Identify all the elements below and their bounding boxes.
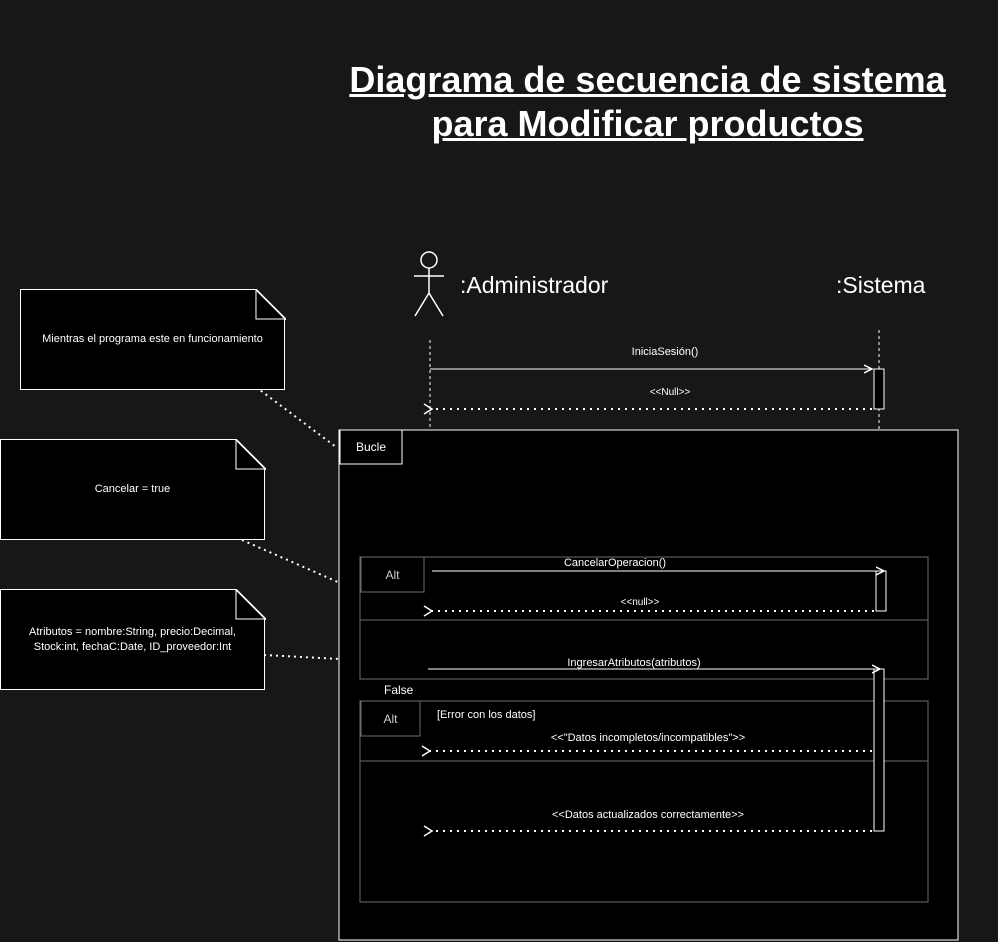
title-line-1: Diagrama de secuencia de sistema <box>349 59 946 100</box>
activation-bar-3 <box>873 668 885 832</box>
system-label: :Sistema <box>836 272 926 298</box>
actor-label: :Administrador <box>460 272 609 298</box>
note-cancel-text: Cancelar = true <box>94 483 171 495</box>
title-line-2: para Modificar productos <box>431 103 864 144</box>
note-1-connector <box>255 386 337 448</box>
note-attributes-line-2: Stock:int, fechaC:Date, ID_proveedor:Int <box>33 640 232 653</box>
loop-frame <box>338 429 959 941</box>
note-fold-icon <box>255 289 286 320</box>
return-null-2-label: <<null>> <box>620 597 660 608</box>
loop-frame-label: Bucle <box>355 440 387 454</box>
return-datos-actualizados-label: <<Datos actualizados correctamente>> <box>551 809 744 821</box>
note-cancel-condition: Cancelar = true <box>0 439 266 540</box>
note-loop-text: Mientras el programa este en funcionamie… <box>42 333 263 345</box>
note-attributes-line-1: Atributos = nombre:String, precio:Decima… <box>29 625 236 638</box>
note-fold-icon <box>235 439 266 470</box>
diagram-title: Diagrama de secuencia de sistema para Mo… <box>300 58 995 146</box>
return-datos-incompletos-label: <<"Datos incompletos/incompatibles">> <box>550 732 746 744</box>
loop-frame-tag-box <box>339 429 403 465</box>
message-cancelar-operacion-label: CancelarOperacion() <box>563 557 667 569</box>
note-fold-icon <box>235 589 266 620</box>
alt-frame-1-label: Alt <box>385 567 400 582</box>
note-loop-condition: Mientras el programa este en funcionamie… <box>20 289 286 390</box>
alt-frame-2 <box>359 700 929 903</box>
alt-frame-2-label: Alt <box>383 711 398 726</box>
alt-frame-1-tag-box <box>360 556 425 593</box>
message-ingresar-atributos-label: IngresarAtributos(atributos) <box>567 657 701 669</box>
alt-frame-1 <box>359 556 929 680</box>
activation-bar-2 <box>875 570 887 612</box>
message-inicia-sesion-label: IniciaSesión() <box>631 346 699 358</box>
note-attributes: Atributos = nombre:String, precio:Decima… <box>0 589 266 690</box>
false-label: False <box>384 683 414 697</box>
note-3-connector <box>263 654 341 660</box>
actor-figure-icon <box>414 251 444 317</box>
note-2-connector <box>241 539 341 584</box>
alt-frame-2-tag-box <box>360 700 421 737</box>
guard-error-label: [Error con los datos] <box>437 709 536 721</box>
activation-bar-1 <box>873 368 885 410</box>
return-null-label: <<Null>> <box>649 387 691 398</box>
